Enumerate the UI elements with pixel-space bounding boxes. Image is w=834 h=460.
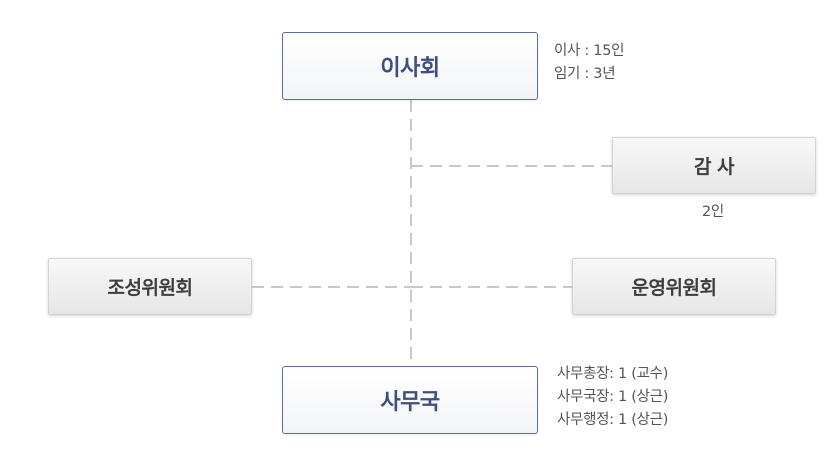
secretariat-note-director: 사무국장: 1 (상근) (557, 389, 669, 405)
auditor-note: 2인 (702, 204, 724, 220)
operating-committee-box: 운영위원회 (572, 258, 776, 315)
board-notes: 이사 : 15인 임기 : 3년 (554, 40, 624, 86)
board-box: 이사회 (282, 32, 538, 100)
operating-committee-label: 운영위원회 (631, 277, 717, 299)
secretariat-note-admin: 사무행정: 1 (상근) (557, 412, 669, 428)
secretariat-label: 사무국 (380, 390, 440, 415)
auditor-box: 감 사 (612, 137, 816, 194)
secretariat-notes: 사무총장: 1 (교수) 사무국장: 1 (상근) 사무행정: 1 (상근) (557, 363, 668, 432)
founding-committee-box: 조성위원회 (48, 258, 252, 315)
board-label: 이사회 (380, 56, 440, 81)
secretariat-note-secretary-general: 사무총장: 1 (교수) (557, 366, 669, 382)
board-note-members: 이사 : 15인 (554, 43, 625, 59)
auditor-label: 감 사 (693, 156, 735, 178)
founding-committee-label: 조성위원회 (107, 277, 193, 299)
secretariat-box: 사무국 (282, 366, 538, 434)
board-note-term: 임기 : 3년 (554, 66, 616, 82)
